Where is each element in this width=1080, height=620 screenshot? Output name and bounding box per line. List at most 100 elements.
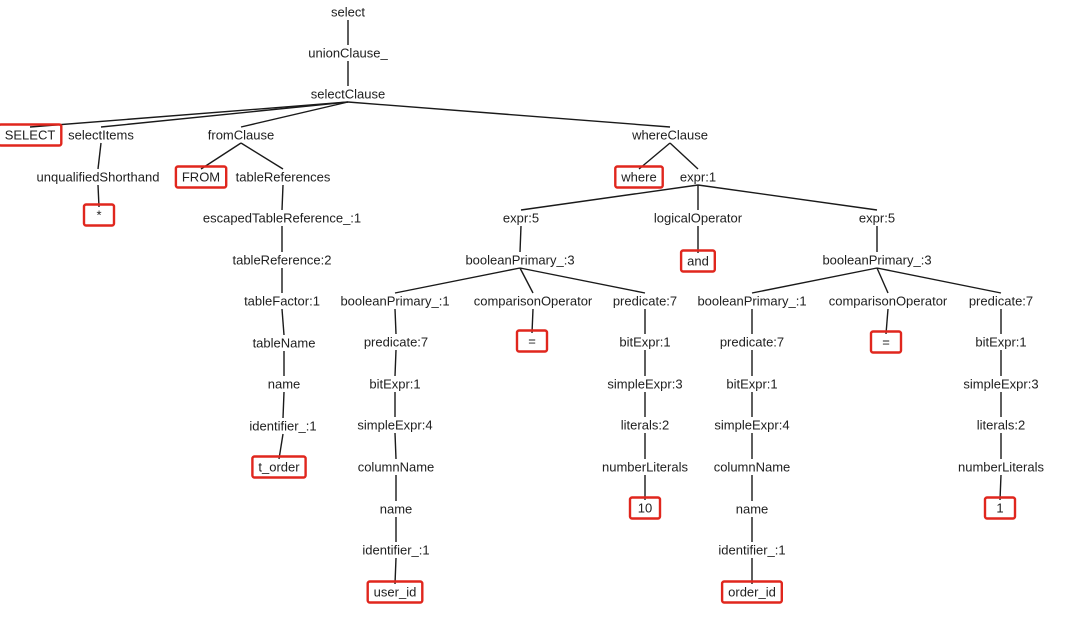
tree-node-n44: predicate:7 <box>969 294 1033 309</box>
tree-node-n20: expr:5 <box>503 211 539 226</box>
tree-node-n40: identifier_:1 <box>362 543 429 558</box>
highlight-box-n24 <box>679 249 716 273</box>
tree-node-n9: FROM <box>182 170 220 185</box>
tree-edge-n6-n18 <box>638 142 671 170</box>
tree-node-n48: bitExpr:1 <box>726 377 777 392</box>
tree-edge-n27-n30 <box>531 308 534 334</box>
tree-edge-n25-n44 <box>876 267 1002 294</box>
tree-edge-n4-n7 <box>97 142 102 170</box>
tree-node-n29: predicate:7 <box>364 335 428 350</box>
highlight-boxes <box>0 123 1017 604</box>
tree-node-n55: 1 <box>996 501 1003 516</box>
tree-node-n27: comparisonOperator <box>474 294 593 309</box>
tree-node-n21: logicalOperator <box>654 211 743 226</box>
tree-node-n54: name <box>736 502 769 517</box>
tree-node-n4: selectItems <box>68 128 134 143</box>
tree-edge-n25-n42 <box>751 267 878 294</box>
highlight-box-n3 <box>0 123 63 147</box>
tree-edge-n15-n16 <box>282 391 285 419</box>
tree-edge-n2-n5 <box>240 101 349 128</box>
tree-node-n41: user_id <box>374 585 417 600</box>
tree-node-n2: selectClause <box>311 87 385 102</box>
tree-edge-n23-n26 <box>394 267 521 294</box>
highlight-box-n8 <box>82 203 116 227</box>
highlight-box-n57 <box>720 580 783 604</box>
tree-node-n35: literals:2 <box>621 418 669 433</box>
tree-node-n31: bitExpr:1 <box>619 335 670 350</box>
tree-node-n38: name <box>380 502 413 517</box>
tree-edge-n40-n41 <box>394 557 397 585</box>
tree-node-n43: comparisonOperator <box>829 294 948 309</box>
tree-edge-n53-n55 <box>999 474 1002 501</box>
tree-node-n22: expr:5 <box>859 211 895 226</box>
highlight-box-n41 <box>366 580 424 604</box>
tree-node-n1: unionClause_ <box>308 46 388 61</box>
tree-node-n18: where <box>620 170 656 185</box>
tree-node-n6: whereClause <box>631 128 708 143</box>
tree-node-n39: 10 <box>638 501 652 516</box>
tree-node-n14: tableName <box>253 336 316 351</box>
tree-edge-n20-n23 <box>519 225 522 253</box>
tree-node-n33: simpleExpr:3 <box>607 377 682 392</box>
tree-edge-n16-n17 <box>278 433 284 460</box>
highlight-box-n18 <box>614 165 664 189</box>
tree-node-n5: fromClause <box>208 128 274 143</box>
tree-edge-n13-n14 <box>281 308 285 336</box>
highlight-box-n55 <box>983 496 1017 520</box>
tree-node-n12: tableReference:2 <box>232 253 331 268</box>
tree-edge-n19-n22 <box>697 184 878 211</box>
highlight-box-n17 <box>251 455 307 479</box>
highlight-box-n39 <box>628 496 662 520</box>
highlight-box-n30 <box>515 329 549 353</box>
tree-node-n17: t_order <box>258 460 300 475</box>
tree-node-n42: booleanPrimary_:1 <box>697 294 806 309</box>
tree-node-n45: predicate:7 <box>720 335 784 350</box>
tree-node-n13: tableFactor:1 <box>244 294 320 309</box>
tree-edge-n23-n27 <box>519 267 534 294</box>
highlight-box-n9 <box>174 165 228 189</box>
tree-node-n24: and <box>687 254 709 269</box>
tree-node-n0: select <box>331 5 365 20</box>
highlight-box-n46 <box>869 330 903 354</box>
tree-node-n36: columnName <box>358 460 435 475</box>
tree-edge-n2-n3 <box>29 101 349 128</box>
tree-node-n15: name <box>268 377 301 392</box>
tree-edge-n25-n43 <box>876 267 889 294</box>
tree-node-n34: simpleExpr:4 <box>357 418 432 433</box>
tree-edge-n34-n36 <box>394 432 397 460</box>
tree-edge-n6-n19 <box>669 142 699 170</box>
tree-node-n57: order_id <box>728 585 776 600</box>
tree-edge-n23-n28 <box>519 267 646 294</box>
tree-node-n32: bitExpr:1 <box>369 377 420 392</box>
tree-node-n3: SELECT <box>5 128 56 143</box>
tree-node-n49: simpleExpr:3 <box>963 377 1038 392</box>
tree-node-n23: booleanPrimary_:3 <box>465 253 574 268</box>
tree-edge-n10-n11 <box>281 184 284 211</box>
tree-node-n52: columnName <box>714 460 791 475</box>
tree-node-n56: identifier_:1 <box>718 543 785 558</box>
tree-node-n53: numberLiterals <box>958 460 1044 475</box>
tree-node-n30: = <box>528 334 536 349</box>
tree-node-n10: tableReferences <box>236 170 331 185</box>
tree-edge-n29-n32 <box>394 349 397 377</box>
tree-node-n11: escapedTableReference_:1 <box>203 211 361 226</box>
tree-node-n7: unqualifiedShorthand <box>37 170 160 185</box>
tree-edge-n2-n6 <box>347 101 671 128</box>
tree-node-n37: numberLiterals <box>602 460 688 475</box>
tree-node-n47: bitExpr:1 <box>975 335 1026 350</box>
tree-edges <box>29 20 1002 585</box>
tree-node-n26: booleanPrimary_:1 <box>340 294 449 309</box>
tree-edge-n2-n4 <box>100 101 349 128</box>
tree-node-n28: predicate:7 <box>613 294 677 309</box>
tree-edge-n5-n9 <box>200 142 242 170</box>
tree-edge-n5-n10 <box>240 142 284 170</box>
tree-node-n51: literals:2 <box>977 418 1025 433</box>
tree-node-n50: simpleExpr:4 <box>714 418 789 433</box>
tree-edge-n26-n29 <box>394 308 397 335</box>
tree-edge-n19-n20 <box>520 184 699 211</box>
tree-node-n16: identifier_:1 <box>249 419 316 434</box>
tree-node-n25: booleanPrimary_:3 <box>822 253 931 268</box>
tree-node-n19: expr:1 <box>680 170 716 185</box>
